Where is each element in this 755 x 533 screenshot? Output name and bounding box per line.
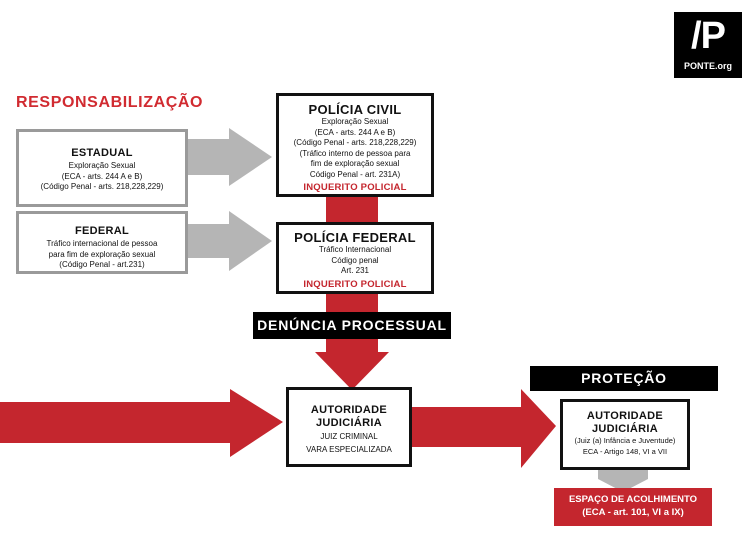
policia-civil-box: POLÍCIA CIVIL Exploração Sexual (ECA - a… <box>276 93 434 197</box>
policia-civil-line: Exploração Sexual <box>321 117 389 126</box>
red-arrow-down <box>315 292 389 390</box>
acolhimento-line: (ECA - art. 101, VI a IX) <box>582 507 684 518</box>
red-arrow-left-entry <box>0 389 283 457</box>
gray-arrow-estadual <box>187 128 272 186</box>
autoridade-criminal-line: VARA ESPECIALIZADA <box>306 444 392 454</box>
autoridade-infancia-box: AUTORIDADE JUDICIÁRIA (Juiz (a) Infância… <box>560 399 690 470</box>
policia-federal-line: Código penal <box>331 255 379 265</box>
acolhimento-box: ESPAÇO DE ACOLHIMENTO (ECA - art. 101, V… <box>554 488 712 526</box>
autoridade-criminal-line: JUIZ CRIMINAL <box>320 432 378 441</box>
policia-civil-line: fim de exploração sexual <box>310 159 400 168</box>
estadual-title: ESTADUAL <box>71 147 133 159</box>
autoridade-criminal-title: AUTORIDADE <box>310 404 388 416</box>
policia-federal-box: POLÍCIA FEDERAL Tráfico Internacional Có… <box>276 222 434 294</box>
autoridade-infancia-line: (Juiz (a) Infância e Juventude) <box>574 436 676 445</box>
autoridade-infancia-title: JUDICIÁRIA <box>592 423 658 435</box>
protecao-banner: PROTEÇÃO <box>530 366 718 391</box>
logo-text: PONTE.org <box>683 61 732 71</box>
policia-civil-title: POLÍCIA CIVIL <box>308 102 402 117</box>
autoridade-infancia-title: AUTORIDADE <box>586 410 664 422</box>
autoridade-criminal-title: JUDICIÁRIA <box>316 417 382 429</box>
autoridade-infancia-line: ECA - Artigo 148, VI a VII <box>582 446 668 456</box>
policia-civil-line: (Código Penal - arts. 218,228,229) <box>293 138 417 147</box>
policia-federal-inquerito: INQUERITO POLICIAL <box>303 278 407 290</box>
section-title-responsabilizacao: RESPONSABILIZAÇÃO <box>16 94 204 111</box>
federal-line: Tráfico internacional de pessoa <box>46 239 158 248</box>
policia-civil-inquerito: INQUERITO POLICIAL <box>303 182 407 193</box>
autoridade-criminal-box: AUTORIDADE JUDICIÁRIA JUIZ CRIMINAL VARA… <box>286 387 412 467</box>
policia-federal-title: POLÍCIA FEDERAL <box>294 230 416 245</box>
acolhimento-line: ESPAÇO DE ACOLHIMENTO <box>568 494 698 505</box>
policia-civil-line: (Tráfico interno de pessoa para <box>299 148 411 158</box>
policia-civil-line: (ECA - arts. 244 A e B) <box>314 127 396 137</box>
federal-title: FEDERAL <box>74 225 130 237</box>
policia-civil-line: Código Penal - art. 231A) <box>309 169 401 179</box>
estadual-line: Exploração Sexual <box>68 161 136 170</box>
federal-box: FEDERAL Tráfico internacional de pessoa … <box>16 211 188 274</box>
federal-line: para fim de exploração sexual <box>48 249 156 259</box>
estadual-line: (Código Penal - arts. 218,228,229) <box>40 182 164 191</box>
ponte-logo[interactable]: /P PONTE.org <box>674 12 742 78</box>
logo-mark: /P <box>691 15 726 57</box>
red-arrow-to-protection <box>409 389 556 468</box>
federal-line: (Código Penal - art.231) <box>59 260 145 269</box>
estadual-box: ESTADUAL Exploração Sexual (ECA - arts. … <box>16 129 188 207</box>
gray-arrow-acolhimento <box>598 469 648 492</box>
red-connector-police <box>326 196 378 224</box>
policia-federal-line: Tráfico Internacional <box>318 245 392 254</box>
policia-federal-line: Art. 231 <box>340 266 369 275</box>
estadual-line: (ECA - arts. 244 A e B) <box>61 171 143 181</box>
denuncia-banner: DENÚNCIA PROCESSUAL <box>253 312 451 339</box>
gray-arrow-federal <box>187 211 272 271</box>
